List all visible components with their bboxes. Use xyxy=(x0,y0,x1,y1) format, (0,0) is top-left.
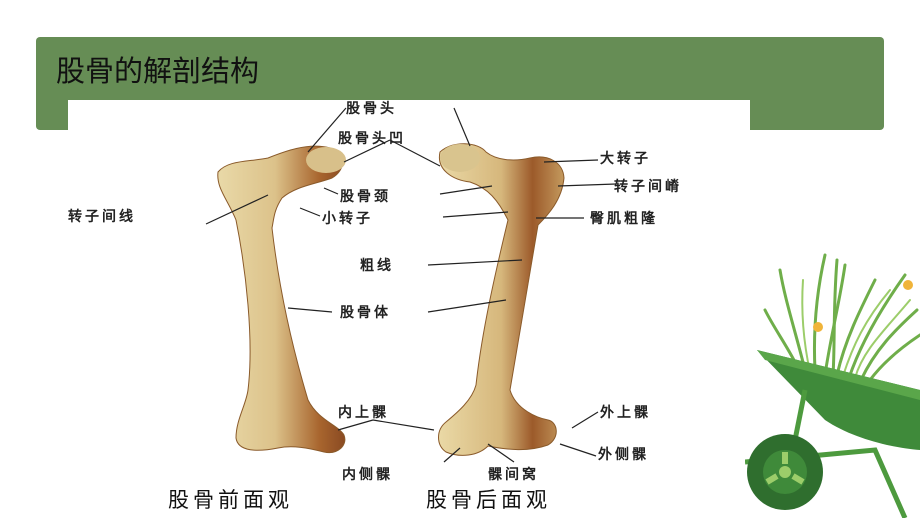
label-femoral-head: 股骨头 xyxy=(346,101,397,117)
label-intercondylar-fossa: 髁间窝 xyxy=(488,467,539,483)
label-lateral-condyle: 外侧髁 xyxy=(598,447,649,463)
label-fovea: 股骨头凹 xyxy=(338,131,406,147)
label-linea-aspera: 粗线 xyxy=(360,258,394,274)
label-lesser-trochanter: 小转子 xyxy=(322,211,373,227)
slide-title: 股骨的解剖结构 xyxy=(56,54,260,88)
femur-anatomy-figure: 股骨头 股骨头凹 大转子 转子间嵴 转子间线 股骨颈 小转子 臀肌粗隆 粗线 股… xyxy=(68,100,750,518)
label-greater-trochanter: 大转子 xyxy=(600,151,651,167)
label-femoral-neck: 股骨颈 xyxy=(340,189,391,205)
femur-illustration xyxy=(205,107,617,463)
caption-posterior-view: 股骨后面观 xyxy=(426,488,551,512)
label-medial-epicondyle: 内上髁 xyxy=(338,405,389,421)
label-lateral-epicondyle: 外上髁 xyxy=(600,405,651,421)
label-medial-condyle: 内侧髁 xyxy=(342,467,393,483)
label-intertrochanteric-crest: 转子间嵴 xyxy=(614,179,682,195)
label-shaft: 股骨体 xyxy=(340,305,391,321)
label-intertrochanteric-line: 转子间线 xyxy=(68,209,136,225)
caption-anterior-view: 股骨前面观 xyxy=(168,488,293,512)
wheelbarrow-with-grass-icon xyxy=(744,250,920,520)
label-gluteal-tuberosity: 臀肌粗隆 xyxy=(590,211,658,227)
